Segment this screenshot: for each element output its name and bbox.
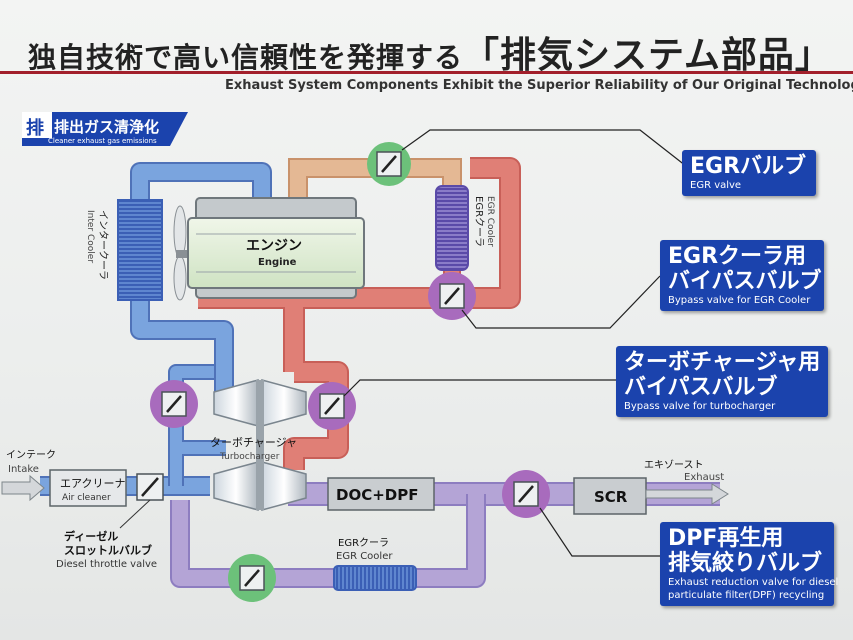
callout-dpf-valve-en1: Exhaust reduction valve for diesel — [668, 577, 839, 588]
doc-dpf-unit — [327, 477, 435, 511]
compressor-bypass-pipe — [170, 366, 226, 486]
leader-dpf-valve — [539, 507, 660, 557]
egr-valve — [367, 142, 411, 186]
throttle-label-jp-1: ディーゼル — [64, 529, 118, 543]
air-cleaner-label-en: Air cleaner — [62, 493, 111, 503]
valve-butterfly-icon — [324, 397, 340, 415]
exhaust-arrow-icon — [645, 483, 729, 505]
badge-en: Cleaner exhaust gas emissions — [48, 137, 157, 145]
engine-label-en: Engine — [258, 257, 297, 268]
callout-leaders — [343, 129, 687, 557]
dpf-exhaust-reduction-valve — [502, 470, 550, 518]
intercooler-label-en: Inter Cooler — [85, 210, 95, 263]
low-pressure-egr-valve — [228, 554, 276, 602]
valve-butterfly-icon — [518, 485, 534, 503]
emissions-badge: 排 排出ガス清浄化 Cleaner exhaust gas emissions — [22, 112, 188, 146]
air-cleaner-label-jp: エアクリーナ — [60, 477, 125, 490]
turbo-label-jp: ターボチャージャ — [210, 436, 297, 449]
badge-shape — [22, 112, 188, 146]
leader-turbo-bypass — [343, 379, 616, 397]
valve-butterfly-icon — [166, 395, 182, 413]
exhaust-label-en: Exhaust — [684, 472, 724, 483]
intake-label-en: Intake — [8, 464, 39, 475]
diesel-throttle-valve — [136, 473, 164, 501]
intercooler-core — [117, 199, 163, 301]
badge-first-char: 排 — [26, 117, 44, 139]
egr-cooler-top — [435, 185, 469, 271]
title-divider — [0, 71, 853, 74]
callout-dpf-valve-en2: particulate filter(DPF) recycling — [668, 590, 825, 601]
callout-egr-valve-en: EGR valve — [690, 180, 742, 191]
leader-egr-valve — [401, 129, 687, 167]
title-main: 「排気システム部品」 — [463, 35, 832, 76]
title-lead: 独自技術で高い信頼性を発揮する — [28, 41, 464, 74]
engine-label-jp: エンジン — [246, 238, 302, 254]
compressor-bypass-valve — [150, 380, 198, 428]
badge-inner-box — [22, 112, 52, 138]
egr-cooler-top-label-en: EGR Cooler — [485, 196, 495, 247]
valve-butterfly-icon — [381, 155, 397, 173]
throttle-label-jp-2: スロットルバルブ — [64, 543, 152, 557]
exhaust-label-jp: エキゾースト — [644, 459, 704, 471]
arrow-right-icon — [1, 474, 45, 502]
egr-bypass-valve — [428, 272, 476, 320]
valve-butterfly-icon — [444, 287, 460, 305]
fan-icon — [173, 205, 192, 301]
turbo-shaft — [256, 380, 264, 510]
callout-egr-valve: EGRバルブ EGR valve — [682, 150, 816, 196]
page-subtitle: Exhaust System Components Exhibit the Su… — [225, 78, 853, 93]
egr-cooler-top-label-jp: EGRクーラ — [473, 196, 485, 247]
scr-unit — [573, 477, 647, 515]
callout-dpf-valve-jp1: DPF再生用 — [668, 526, 784, 551]
valve-butterfly-icon — [244, 569, 260, 587]
turbo-bypass-valve — [308, 382, 356, 430]
callout-dpf-valve: DPF再生用 排気絞りバルブ Exhaust reduction valve f… — [660, 522, 839, 606]
badge-jp: 排出ガス清浄化 — [54, 118, 159, 136]
callout-egr-bypass-jp2: バイパスバルブ — [668, 269, 822, 294]
throttle-label-en: Diesel throttle valve — [56, 559, 157, 570]
page-title: 独自技術で高い信頼性を発揮する「排気システム部品」 — [28, 26, 838, 78]
egr-cooler-bottom-label-jp: EGRクーラ — [338, 537, 389, 549]
air-cleaner — [49, 469, 127, 507]
scr-label: SCR — [594, 488, 628, 506]
callout-egr-bypass: EGRクーラ用 バイパスバルブ Bypass valve for EGR Coo… — [660, 240, 824, 311]
leader-egr-bypass — [461, 275, 661, 329]
charge-air-pipe — [132, 164, 270, 400]
valve-butterfly-icon — [141, 477, 159, 497]
callout-turbo-bypass-jp2: バイパスバルブ — [624, 375, 778, 400]
intake-label-jp: インテーク — [6, 449, 56, 461]
callout-egr-bypass-jp1: EGRクーラ用 — [668, 244, 807, 269]
turbo-label-en: Turbocharger — [219, 452, 280, 462]
callout-egr-bypass-en: Bypass valve for EGR Cooler — [668, 295, 811, 306]
egr-cooler-bottom — [333, 565, 417, 591]
turbocharger — [213, 379, 307, 511]
callout-turbo-bypass-en: Bypass valve for turbocharger — [624, 401, 776, 412]
low-pressure-egr-pipe — [172, 494, 484, 586]
callout-turbo-bypass: ターボチャージャ用 バイパスバルブ Bypass valve for turbo… — [616, 346, 828, 417]
callout-turbo-bypass-jp1: ターボチャージャ用 — [624, 350, 821, 375]
egr-cooler-bottom-label-en: EGR Cooler — [336, 551, 393, 562]
turbo-turbine-upper — [261, 379, 307, 427]
intercooler-label-jp: インタークーラ — [97, 210, 109, 280]
engine-body — [187, 217, 365, 289]
doc-dpf-label: DOC+DPF — [336, 486, 418, 504]
turbo-compressor-lower — [213, 461, 259, 511]
callout-egr-valve-jp: EGRバルブ — [690, 154, 807, 179]
callout-dpf-valve-jp2: 排気絞りバルブ — [668, 551, 823, 576]
